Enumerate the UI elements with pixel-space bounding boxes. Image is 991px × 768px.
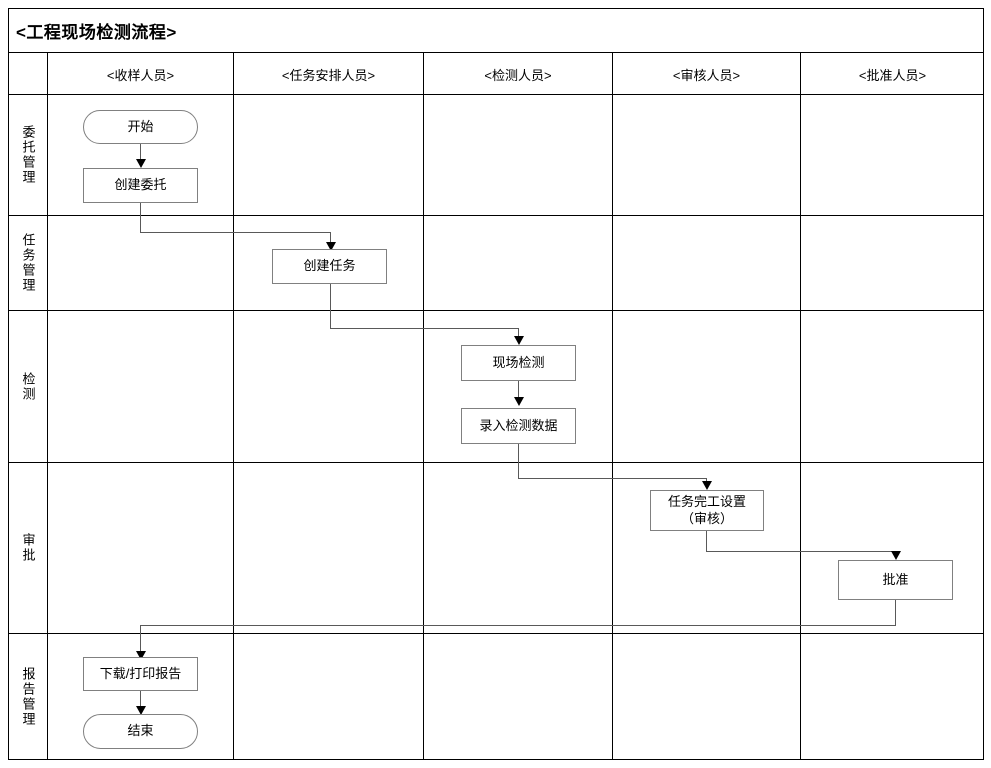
edge-enter-data-to-task-finish-seg3: [706, 478, 707, 483]
arrowhead-approve-to-print-report: [136, 651, 146, 660]
node-label: 批准: [882, 571, 909, 587]
column-header-approver: <批准人员>: [801, 54, 984, 94]
lane-label-entrust: 委托管理: [9, 95, 47, 215]
node-label-line2: （审核）: [680, 510, 733, 526]
lane-label-inspect: 检测: [9, 311, 47, 462]
edge-task-finish-to-approve-seg2: [706, 551, 896, 552]
column-header-tester: <检测人员>: [424, 54, 612, 94]
lane-label-text: 委托管理: [20, 125, 36, 185]
lane-label-report: 报告管理: [9, 634, 47, 760]
edge-start-to-create-order: [140, 143, 141, 161]
node-label: 开始: [127, 118, 154, 134]
column-header-label: <任务安排人员>: [281, 67, 376, 83]
edge-approve-to-print-report-seg2: [140, 625, 896, 626]
lane-label-text: 审批: [20, 533, 36, 563]
column-header-label: <收样人员>: [106, 67, 175, 83]
lane-label-task: 任务管理: [9, 216, 47, 310]
node-approve[interactable]: 批准: [838, 560, 953, 600]
node-label: 录入检测数据: [479, 417, 558, 433]
lane-label-approval: 审批: [9, 463, 47, 633]
node-create-task[interactable]: 创建任务: [272, 249, 387, 284]
grid-hline-header: [8, 94, 984, 95]
grid-hline-row2: [8, 310, 984, 311]
edge-create-task-to-site-test-seg3: [518, 328, 519, 339]
node-task-finish[interactable]: 任务完工设置 （审核）: [650, 490, 764, 531]
lane-label-text: 检测: [20, 371, 36, 402]
column-header-label: <批准人员>: [858, 67, 927, 83]
node-create-order[interactable]: 创建委托: [83, 168, 198, 203]
column-header-planner: <任务安排人员>: [234, 54, 423, 94]
edge-task-finish-to-approve-seg1: [706, 530, 707, 551]
grid-hline-row4: [8, 633, 984, 634]
grid-hline-row1: [8, 215, 984, 216]
edge-enter-data-to-task-finish-seg1: [518, 444, 519, 478]
node-site-test[interactable]: 现场检测: [461, 345, 576, 381]
edge-approve-to-print-report-seg3: [140, 625, 141, 653]
node-label: 结束: [127, 723, 154, 739]
column-header-reviewer: <审核人员>: [613, 54, 800, 94]
edge-site-test-to-enter-data: [518, 381, 519, 398]
grid-vline-lane: [47, 53, 48, 760]
grid-vline-planner: [423, 53, 424, 760]
lane-label-text: 任务管理: [20, 233, 36, 293]
node-end[interactable]: 结束: [83, 714, 198, 749]
edge-approve-to-print-report-seg1: [895, 600, 896, 625]
node-start[interactable]: 开始: [83, 110, 198, 144]
edge-create-order-to-create-task-seg3: [330, 232, 331, 244]
lane-label-text: 报告管理: [20, 667, 36, 727]
grid-hline-row3: [8, 462, 984, 463]
grid-vline-tester: [612, 53, 613, 760]
node-label: 创建委托: [114, 177, 167, 193]
page-title: <工程现场检测流程>: [16, 22, 177, 42]
grid-vline-reviewer: [800, 53, 801, 760]
column-header-label: <检测人员>: [484, 67, 552, 83]
column-header-label: <审核人员>: [672, 67, 741, 83]
arrowhead-enter-data-to-task-finish: [702, 481, 712, 490]
arrowhead-start-to-create-order: [136, 159, 146, 168]
node-print-report[interactable]: 下载/打印报告: [83, 657, 198, 691]
node-label: 下载/打印报告: [99, 665, 182, 681]
arrowhead-task-finish-to-approve: [891, 551, 901, 560]
arrowhead-print-report-to-end: [136, 706, 146, 715]
edge-create-order-to-create-task-seg2: [140, 232, 330, 233]
edge-print-report-to-end: [140, 690, 141, 707]
node-label: 现场检测: [492, 354, 545, 370]
node-enter-data[interactable]: 录入检测数据: [461, 408, 576, 444]
arrowhead-create-task-to-site-test: [514, 336, 524, 345]
grid-vline-sampler: [233, 53, 234, 760]
arrowhead-site-test-to-enter-data: [514, 397, 524, 406]
edge-create-order-to-create-task-seg1: [140, 202, 141, 232]
arrowhead-create-order-to-create-task: [326, 242, 336, 251]
edge-create-task-to-site-test-seg2: [330, 328, 519, 329]
diagram-title-bar: <工程现场检测流程>: [8, 8, 984, 53]
column-header-sampler: <收样人员>: [48, 54, 233, 94]
node-label: 创建任务: [303, 258, 356, 274]
edge-enter-data-to-task-finish-seg2: [518, 478, 707, 479]
edge-create-task-to-site-test-seg1: [330, 284, 331, 328]
node-label-line1: 任务完工设置: [667, 493, 746, 509]
